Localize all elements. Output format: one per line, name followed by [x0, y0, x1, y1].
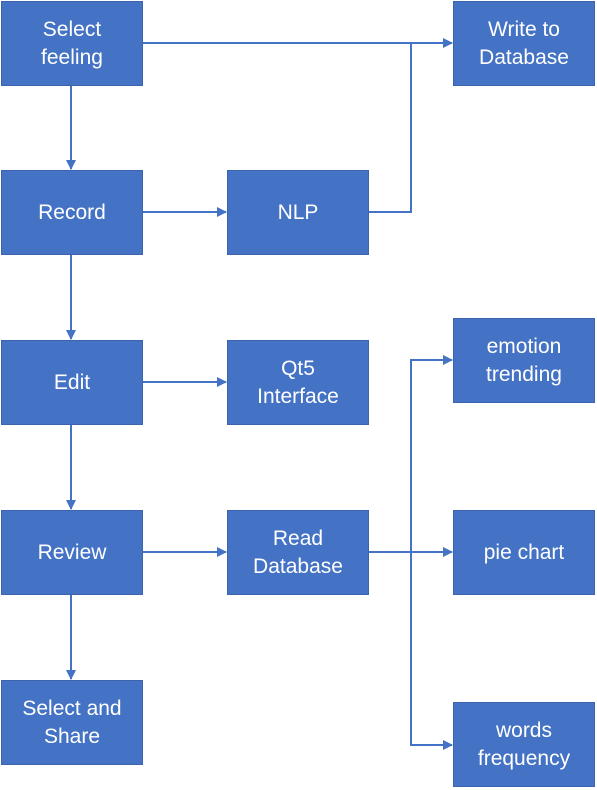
- node-write-to-database: Write to Database: [453, 1, 595, 86]
- edge-nlp-to-write-database: [369, 43, 412, 213]
- node-nlp: NLP: [227, 170, 369, 255]
- node-emotion-trending: emotion trending: [453, 318, 595, 403]
- node-read-database: Read Database: [227, 510, 369, 595]
- node-select-feeling: Select feeling: [1, 1, 143, 86]
- node-edit: Edit: [1, 340, 143, 425]
- node-words-frequency: words frequency: [453, 702, 595, 787]
- node-qt5-interface: Qt5 Interface: [227, 340, 369, 425]
- node-record: Record: [1, 170, 143, 255]
- node-review: Review: [1, 510, 143, 595]
- node-select-and-share: Select and Share: [1, 680, 143, 765]
- node-pie-chart: pie chart: [453, 510, 595, 595]
